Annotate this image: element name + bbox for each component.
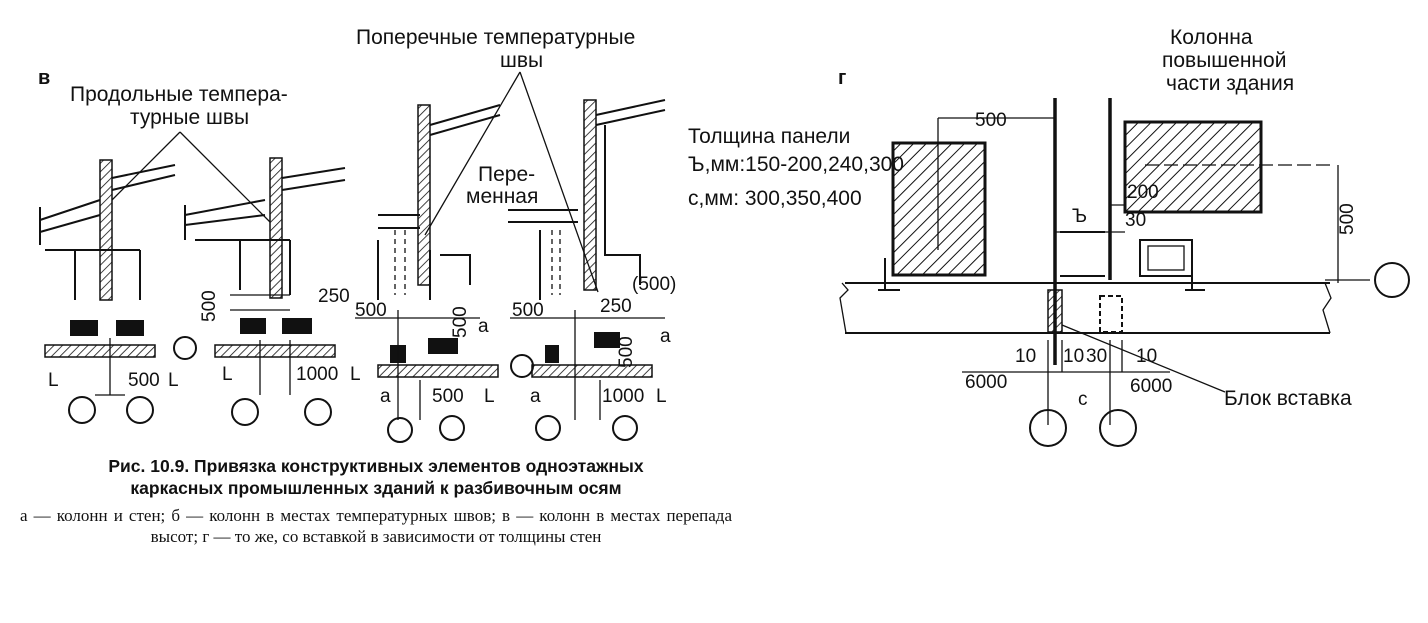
- panel-d: г Толщина панели Ъ,мм:150-200,240,300 с,…: [688, 26, 1410, 447]
- dim-500-top: 500: [975, 110, 1007, 131]
- dim-L1000: 1000: [296, 364, 338, 385]
- figure-caption: Рис. 10.9. Привязка конструктивных элеме…: [20, 455, 732, 547]
- dim-250-b: 250: [600, 296, 632, 317]
- dim-a-4: а: [530, 386, 541, 407]
- dim-a-1: а: [478, 316, 489, 337]
- thickness-c: с,мм: 300,350,400: [688, 187, 862, 210]
- subdrawing-4: 500 250 (500) 500 а а 1000 L: [508, 99, 676, 441]
- dim-a-3: а: [660, 326, 671, 347]
- dim-500-paren: (500): [632, 274, 676, 295]
- dim-500-c: 500: [450, 306, 471, 338]
- axis-circle-icon: [1029, 409, 1067, 447]
- column-label-1: Колонна: [1170, 26, 1253, 49]
- column-label-3: части здания: [1166, 72, 1294, 95]
- dim-500-vert: 500: [1337, 203, 1358, 235]
- label-transverse-1: Поперечные температурные: [356, 26, 635, 49]
- dim-500-a: 500: [199, 290, 220, 322]
- hatch-pattern-icon: [891, 141, 987, 277]
- thickness-b: Ъ,мм:150-200,240,300: [688, 153, 904, 176]
- label-longitudinal-1: Продольные темпера-: [70, 83, 288, 106]
- label-variable-2: менная: [466, 185, 538, 208]
- label-longitudinal-2: турные швы: [130, 106, 249, 129]
- thickness-title: Толщина панели: [688, 125, 850, 148]
- axis-circle-icon: [1374, 262, 1410, 298]
- dim-1000-b: 1000: [602, 386, 644, 407]
- dim-L6: L: [656, 386, 667, 407]
- caption-body: а — колонн и стен; б — колонн в местах т…: [20, 506, 732, 546]
- subdrawing-3: 500 500 а а 500 L: [355, 104, 501, 443]
- dim-10-c: 10: [1136, 346, 1157, 367]
- panel-c: в Продольные темпера- турные швы Попереч…: [38, 26, 676, 443]
- dim-L2: L: [168, 370, 179, 391]
- panel-c-letter: в: [38, 67, 50, 89]
- dim-a-2: а: [380, 386, 391, 407]
- subdrawing-1: L 500 L: [39, 159, 179, 424]
- leader-longitudinal: [111, 131, 271, 223]
- dim-10-b: 10: [1063, 346, 1084, 367]
- caption-title-2: каркасных промышленных зданий к разбивоч…: [130, 478, 622, 498]
- dim-500-d: 500: [432, 386, 464, 407]
- dim-L5: L: [484, 386, 495, 407]
- subdrawing-2: L 1000 L 500 250: [173, 157, 361, 426]
- panel-d-letter: г: [838, 67, 846, 89]
- dim-L4: L: [350, 364, 361, 385]
- dim-500-e: 500: [512, 300, 544, 321]
- dim-L3: L: [222, 364, 233, 385]
- dim-250-a: 250: [318, 286, 350, 307]
- caption-title-1: Рис. 10.9. Привязка конструктивных элеме…: [108, 456, 644, 476]
- dim-500-f: 500: [616, 336, 637, 368]
- axis-circle-icon: [173, 336, 197, 360]
- dim-500-b: 500: [355, 300, 387, 321]
- dim-200: 200: [1127, 182, 1159, 203]
- dim-6000-a: 6000: [965, 372, 1007, 393]
- label-variable-1: Пере-: [478, 163, 535, 186]
- dim-c: с: [1078, 389, 1088, 410]
- label-transverse-2: швы: [500, 49, 543, 72]
- dim-30-a: 30: [1125, 210, 1146, 231]
- dim-b: Ъ: [1072, 206, 1087, 227]
- dim-L500: 500: [128, 370, 160, 391]
- dim-6000-b: 6000: [1130, 376, 1172, 397]
- column-label-2: повышенной: [1162, 49, 1286, 72]
- dim-30-b: 30: [1086, 346, 1107, 367]
- block-label: Блок вставка: [1224, 387, 1352, 410]
- dim-L1: L: [48, 370, 59, 391]
- dim-10-a: 10: [1015, 346, 1036, 367]
- axis-circle-icon: [1099, 409, 1137, 447]
